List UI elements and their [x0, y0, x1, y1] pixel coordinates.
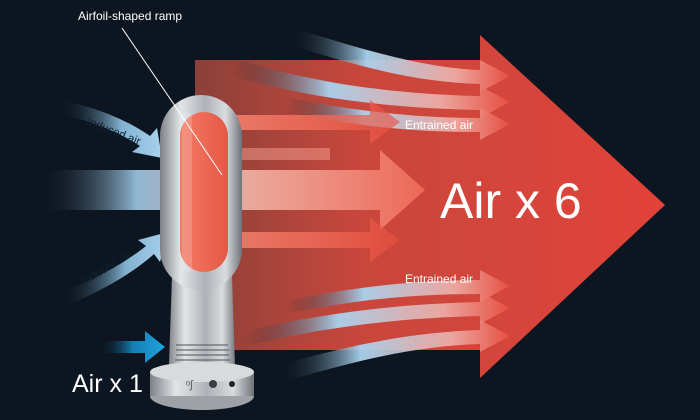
lower-entrained-streams — [245, 270, 510, 380]
ramp-leader-line — [121, 27, 223, 176]
ramp-label: Airfoil-shaped ramp — [78, 9, 182, 23]
air-x1-label: Air x 1 — [72, 370, 143, 398]
upper-entrained-streams — [232, 30, 510, 140]
entrained-air-top-label: Entrained air — [405, 118, 473, 132]
induced-air-bottom — [62, 232, 168, 306]
power-button-icon — [209, 380, 217, 388]
induced-air-top — [60, 100, 162, 158]
air-x6-label: Air x 6 — [440, 173, 582, 229]
entrained-air-bottom-label: Entrained air — [405, 272, 473, 286]
svg-text:ᵒʃ: ᵒʃ — [186, 379, 194, 391]
fan-heater: ᵒʃ — [150, 95, 254, 410]
intake-arrow — [100, 331, 165, 363]
